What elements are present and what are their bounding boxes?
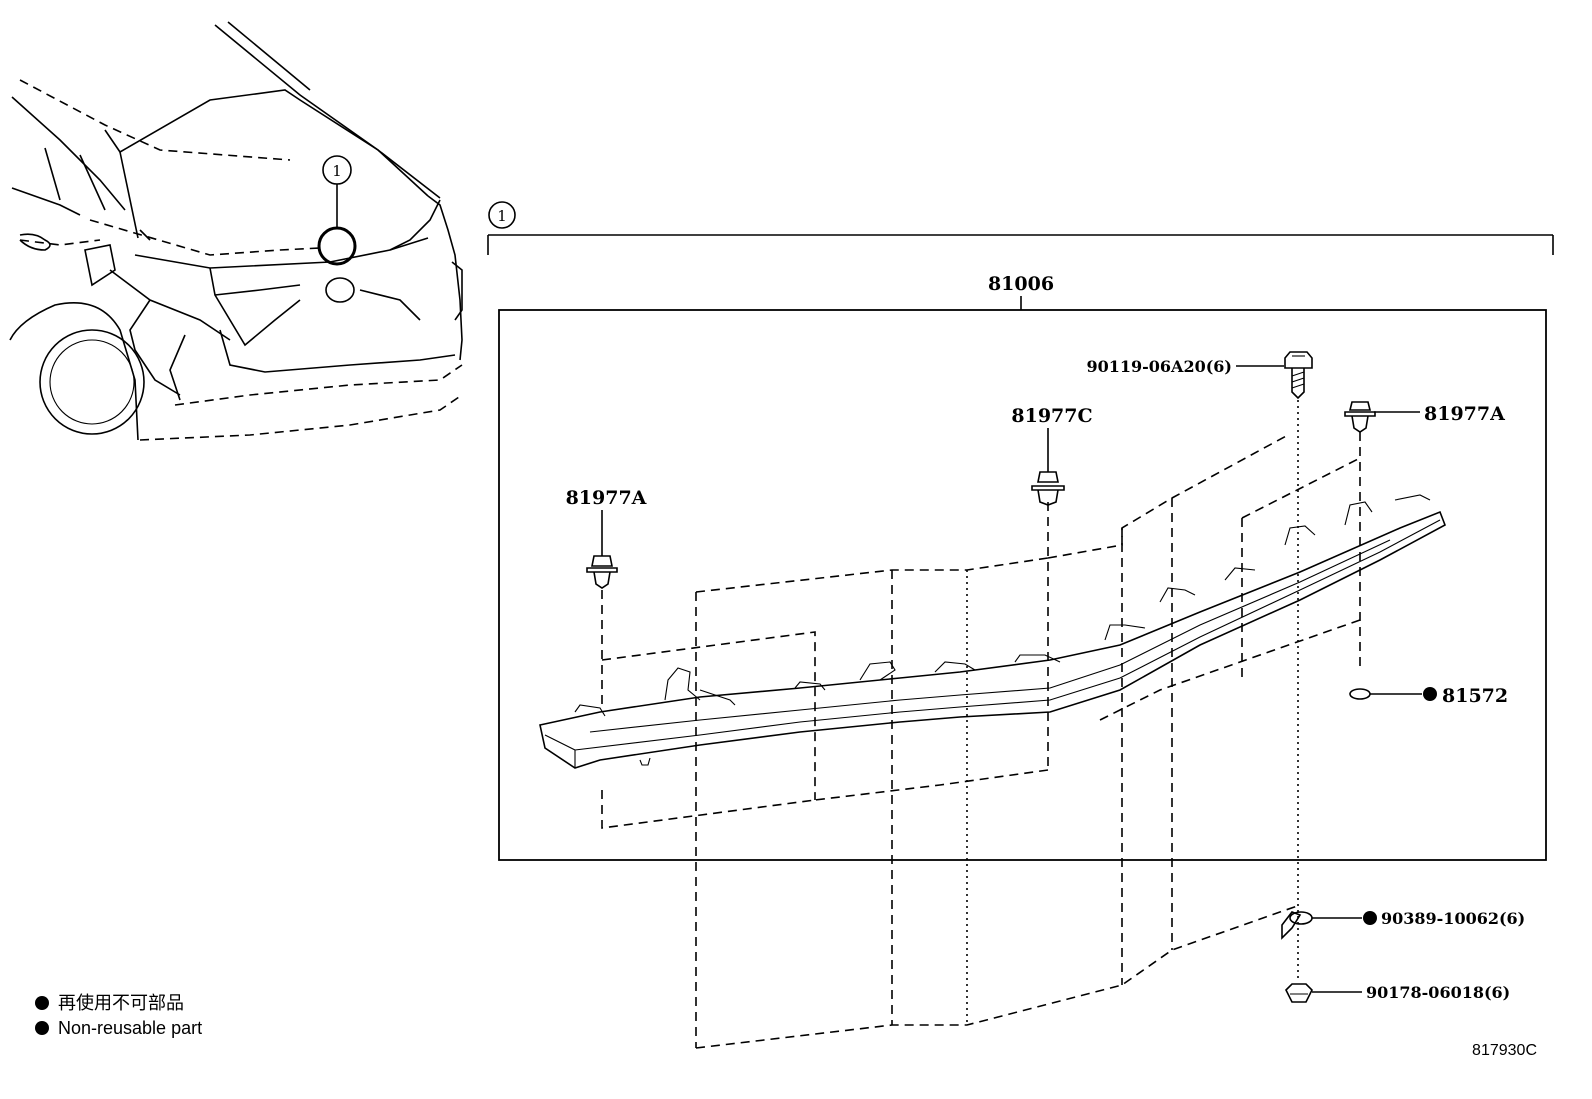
legend-text-ja: 再使用不可部品 — [58, 993, 184, 1013]
car-rear-view: 1 — [9, 21, 463, 441]
garnish-strip — [539, 494, 1446, 769]
non-reusable-dot-seal — [1423, 687, 1437, 701]
legend-dot-ja — [35, 996, 49, 1010]
callout-location-marker — [317, 226, 357, 266]
assembly-box — [498, 309, 1547, 861]
clip-right-icon — [1344, 401, 1376, 433]
label-nut: 90178-06018(6) — [1366, 983, 1510, 1002]
bolt-icon — [1284, 351, 1313, 400]
non-reusable-dot-nut-washer — [1363, 911, 1377, 925]
assembly-part-number: 81006 — [988, 273, 1054, 295]
callout-number-car: 1 — [332, 162, 342, 180]
label-clip-left: 81977A — [566, 487, 647, 509]
label-seal: 81572 — [1442, 685, 1508, 707]
figure-id: 817930C — [1472, 1042, 1537, 1059]
clip-left-icon — [586, 555, 618, 589]
section-bracket: 1 — [487, 201, 1554, 255]
assembly-guide-lines — [601, 400, 1361, 1049]
legend-dot-en — [35, 1021, 49, 1035]
seal-icon — [1349, 688, 1371, 700]
label-bolt: 90119-06A20(6) — [1086, 357, 1232, 376]
label-clip-center: 81977C — [1011, 405, 1092, 427]
callout-number-section: 1 — [497, 207, 507, 225]
legend: 再使用不可部品 Non-reusable part — [35, 993, 202, 1038]
clip-center-icon — [1031, 471, 1065, 506]
label-nut-washer: 90389-10062(6) — [1381, 909, 1525, 928]
nut-icon — [1285, 983, 1313, 1003]
label-clip-right: 81977A — [1424, 403, 1505, 425]
nut-washer-icon — [1281, 911, 1313, 940]
legend-text-en: Non-reusable part — [58, 1018, 202, 1038]
